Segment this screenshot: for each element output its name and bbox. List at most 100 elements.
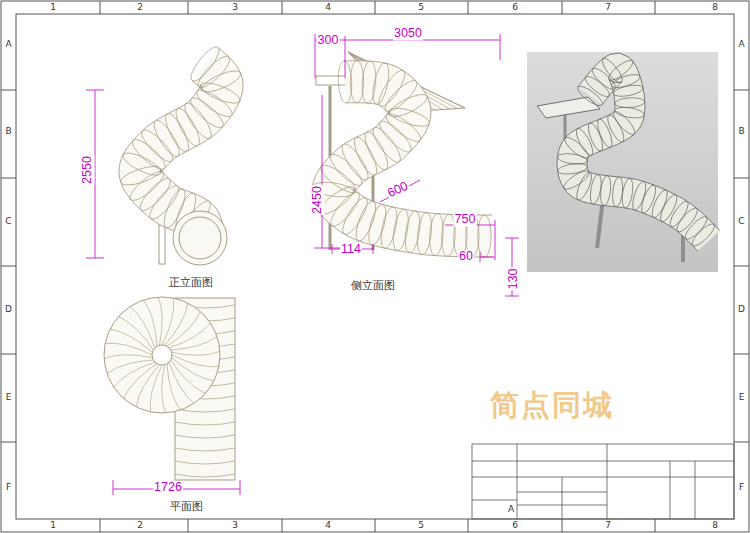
grid-number: 8 bbox=[712, 521, 718, 530]
dimension-line bbox=[373, 244, 374, 254]
zone-tick bbox=[562, 519, 563, 532]
title-block-rule bbox=[607, 444, 608, 519]
grid-letter: E bbox=[739, 393, 745, 402]
tube-ring bbox=[478, 215, 492, 257]
tube-ring bbox=[615, 97, 645, 108]
tube-ring bbox=[350, 134, 381, 178]
title-block-border bbox=[472, 444, 734, 519]
tube-ring bbox=[689, 221, 717, 249]
dimension: 60 bbox=[458, 250, 474, 263]
grid-number: 7 bbox=[605, 521, 611, 530]
dimension-line bbox=[495, 220, 496, 260]
spiral-line bbox=[119, 317, 154, 350]
tube-ring bbox=[557, 152, 588, 165]
tube-ring bbox=[606, 57, 636, 83]
grid-letter: A bbox=[5, 40, 11, 49]
spiral-line bbox=[104, 355, 152, 359]
center-column bbox=[152, 345, 172, 365]
zone-tick bbox=[375, 1, 376, 14]
tube-ring bbox=[428, 213, 444, 256]
render-3d bbox=[527, 52, 720, 272]
dimension: 114 bbox=[340, 243, 362, 256]
zone-tick bbox=[1, 442, 16, 443]
spiral-line bbox=[150, 365, 162, 412]
tube-ring bbox=[352, 199, 379, 243]
grid-number: 5 bbox=[418, 3, 424, 12]
dimension-line bbox=[345, 36, 346, 78]
tube-ring bbox=[599, 56, 625, 86]
view-caption: 正立面图 bbox=[169, 277, 213, 288]
tube-ring bbox=[611, 109, 638, 138]
front-elevation bbox=[119, 43, 244, 265]
spiral-line bbox=[124, 364, 157, 399]
tube-ring bbox=[561, 168, 591, 193]
tube-ring bbox=[193, 86, 235, 121]
title-block-rule bbox=[517, 444, 518, 519]
title-block-text: A bbox=[508, 505, 514, 514]
zone-tick bbox=[100, 519, 101, 532]
tube-ring bbox=[376, 117, 415, 156]
dimension-line bbox=[86, 90, 104, 91]
zone-tick bbox=[734, 266, 749, 267]
dimension-line bbox=[240, 480, 241, 495]
grid-number: 7 bbox=[605, 3, 611, 12]
platform bbox=[537, 97, 600, 118]
grid-number: 3 bbox=[232, 3, 238, 12]
grid-number: 1 bbox=[50, 521, 56, 530]
grid-letter: A bbox=[738, 40, 744, 49]
grid-letter: D bbox=[5, 305, 12, 314]
tube-ring bbox=[595, 118, 615, 149]
spiral-line bbox=[114, 362, 155, 387]
zone-tick bbox=[282, 519, 283, 532]
title-block-rule bbox=[670, 461, 671, 519]
tube-ring bbox=[370, 62, 392, 106]
grid-number: 4 bbox=[325, 3, 331, 12]
tube-ring bbox=[338, 141, 372, 183]
dimension: 300 bbox=[317, 34, 340, 47]
spiral-line bbox=[167, 312, 200, 347]
dimension-line bbox=[314, 248, 340, 249]
tube-ring bbox=[658, 193, 680, 224]
zone-tick bbox=[100, 1, 101, 14]
tube-ring bbox=[175, 461, 235, 464]
grid-number: 2 bbox=[137, 521, 143, 530]
zone-tick bbox=[188, 1, 189, 14]
dimension-lines bbox=[86, 34, 519, 495]
spiral-plan bbox=[104, 297, 220, 413]
plan-view bbox=[104, 297, 235, 480]
spiral-line bbox=[136, 365, 159, 407]
side-elevation bbox=[311, 52, 492, 257]
tube-ring bbox=[361, 61, 377, 104]
zone-tick bbox=[562, 1, 563, 14]
dimension: 1726 bbox=[153, 481, 183, 494]
tube-ring bbox=[390, 208, 411, 252]
tube-ring bbox=[338, 195, 371, 238]
dimension: 600 bbox=[385, 179, 411, 201]
tube-ring bbox=[138, 126, 177, 165]
spiral-line bbox=[169, 323, 210, 348]
dimension-line bbox=[500, 34, 501, 60]
zone-tick bbox=[1, 90, 16, 91]
spiral-line bbox=[162, 365, 166, 413]
zone-tick bbox=[734, 178, 749, 179]
zone-tick bbox=[188, 519, 189, 532]
dimension-line bbox=[480, 252, 481, 262]
spiral-line bbox=[130, 307, 155, 348]
zone-tick bbox=[1, 178, 16, 179]
title-block-rule bbox=[695, 461, 696, 519]
tube-body bbox=[312, 61, 493, 257]
grid-letter: F bbox=[6, 483, 11, 492]
spiral-line bbox=[171, 360, 206, 393]
dimension-line bbox=[113, 480, 114, 495]
tube-ring bbox=[375, 67, 409, 109]
spiral-line bbox=[167, 364, 180, 410]
watermark: 简点同城 bbox=[490, 390, 614, 420]
tube-ring bbox=[383, 110, 425, 146]
zone-tick bbox=[282, 1, 283, 14]
tube-ring bbox=[682, 214, 710, 242]
zone-tick bbox=[468, 519, 469, 532]
view-caption: 平面图 bbox=[170, 501, 203, 512]
tube-ring bbox=[630, 180, 648, 211]
tube-ring bbox=[175, 435, 235, 438]
